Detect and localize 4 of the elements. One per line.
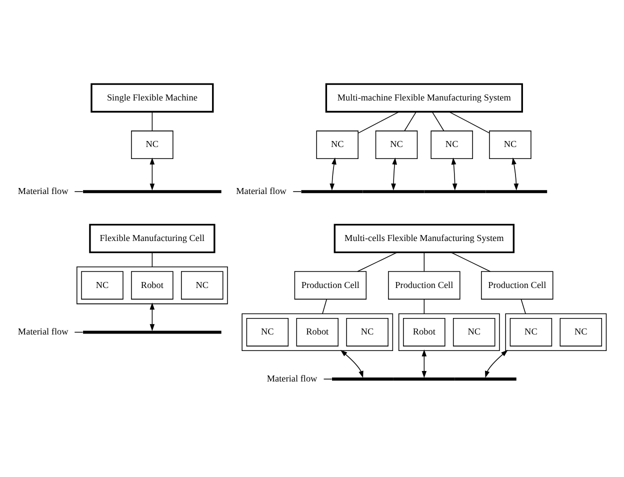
node-text: Material flow [266, 373, 318, 384]
node-text: Material flow [18, 186, 68, 196]
node-text: Material flow [236, 186, 286, 196]
node-text: Material flow [18, 326, 68, 337]
